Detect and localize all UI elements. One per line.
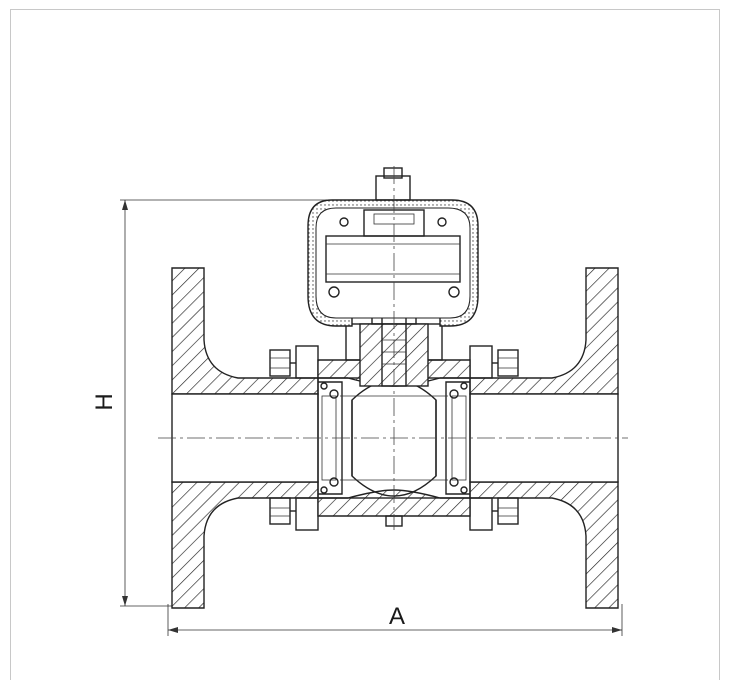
dimension-h: H xyxy=(91,199,330,607)
dimension-a-label: A xyxy=(389,603,405,630)
dimension-a: A xyxy=(167,603,623,636)
actuator xyxy=(307,167,479,327)
drawing-frame xyxy=(10,9,720,680)
dimension-h-label: H xyxy=(91,393,118,410)
